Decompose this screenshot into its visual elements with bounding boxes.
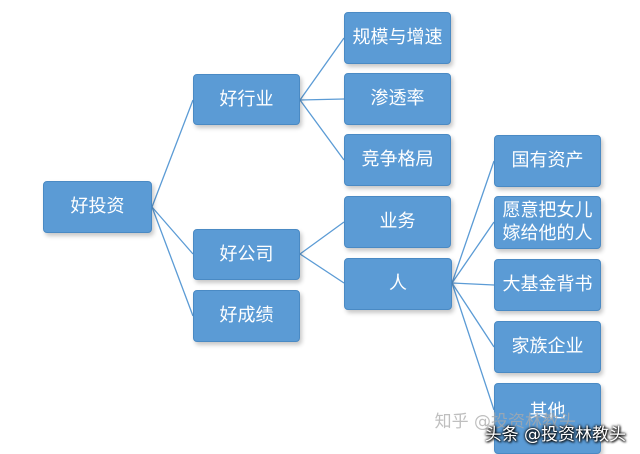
connector-people-fund bbox=[451, 282, 495, 286]
connector-people-family bbox=[451, 282, 495, 348]
node-performance: 好成绩 bbox=[193, 290, 300, 342]
node-marry-daughter: 愿意把女儿 嫁给他的人 bbox=[494, 196, 601, 249]
node-company: 好公司 bbox=[193, 229, 300, 280]
node-family-business-label: 家族企业 bbox=[511, 336, 584, 358]
node-competition: 竞争格局 bbox=[344, 134, 451, 186]
node-business-label: 业务 bbox=[379, 211, 416, 233]
connector-industry-scale bbox=[299, 37, 345, 101]
connector-root-company bbox=[151, 206, 194, 255]
node-state-assets: 国有资产 bbox=[494, 135, 601, 187]
node-big-fund-label: 大基金背书 bbox=[502, 274, 593, 296]
node-penetration: 渗透率 bbox=[344, 73, 451, 125]
node-state-assets-label: 国有资产 bbox=[511, 150, 584, 172]
node-penetration-label: 渗透率 bbox=[370, 88, 425, 110]
node-root: 好投资 bbox=[43, 181, 152, 233]
node-marry-daughter-line1: 愿意把女儿 bbox=[502, 200, 593, 221]
connector-industry-competition bbox=[299, 99, 345, 161]
node-business: 业务 bbox=[344, 196, 451, 248]
node-scale-growth-label: 规模与增速 bbox=[352, 27, 443, 49]
node-company-label: 好公司 bbox=[219, 243, 274, 265]
zhihu-watermark: 知乎 @投资林教头 bbox=[434, 412, 576, 432]
connector-root-industry bbox=[151, 99, 194, 208]
connector-root-performance bbox=[151, 206, 194, 317]
node-family-business: 家族企业 bbox=[494, 321, 601, 373]
connector-company-business bbox=[299, 221, 345, 255]
node-people-label: 人 bbox=[389, 273, 407, 295]
node-other: 其他 bbox=[494, 383, 601, 454]
node-industry-label: 好行业 bbox=[219, 88, 274, 110]
node-root-label: 好投资 bbox=[70, 196, 125, 218]
node-marry-daughter-line2: 嫁给他的人 bbox=[502, 222, 593, 244]
connector-industry-penetration bbox=[299, 98, 345, 101]
connector-people-other bbox=[451, 282, 495, 411]
node-industry: 好行业 bbox=[193, 74, 300, 125]
node-competition-label: 竞争格局 bbox=[361, 149, 434, 171]
node-scale-growth: 规模与增速 bbox=[344, 12, 451, 64]
connector-people-marry bbox=[451, 221, 495, 284]
toutiao-watermark: 头条 @投资林教头 bbox=[484, 425, 626, 445]
connector-people-state bbox=[451, 160, 495, 284]
node-people: 人 bbox=[344, 258, 452, 310]
node-other-label: 其他 bbox=[529, 401, 566, 422]
connector-company-people bbox=[299, 253, 345, 284]
node-performance-label: 好成绩 bbox=[219, 305, 274, 327]
node-big-fund: 大基金背书 bbox=[494, 259, 601, 311]
